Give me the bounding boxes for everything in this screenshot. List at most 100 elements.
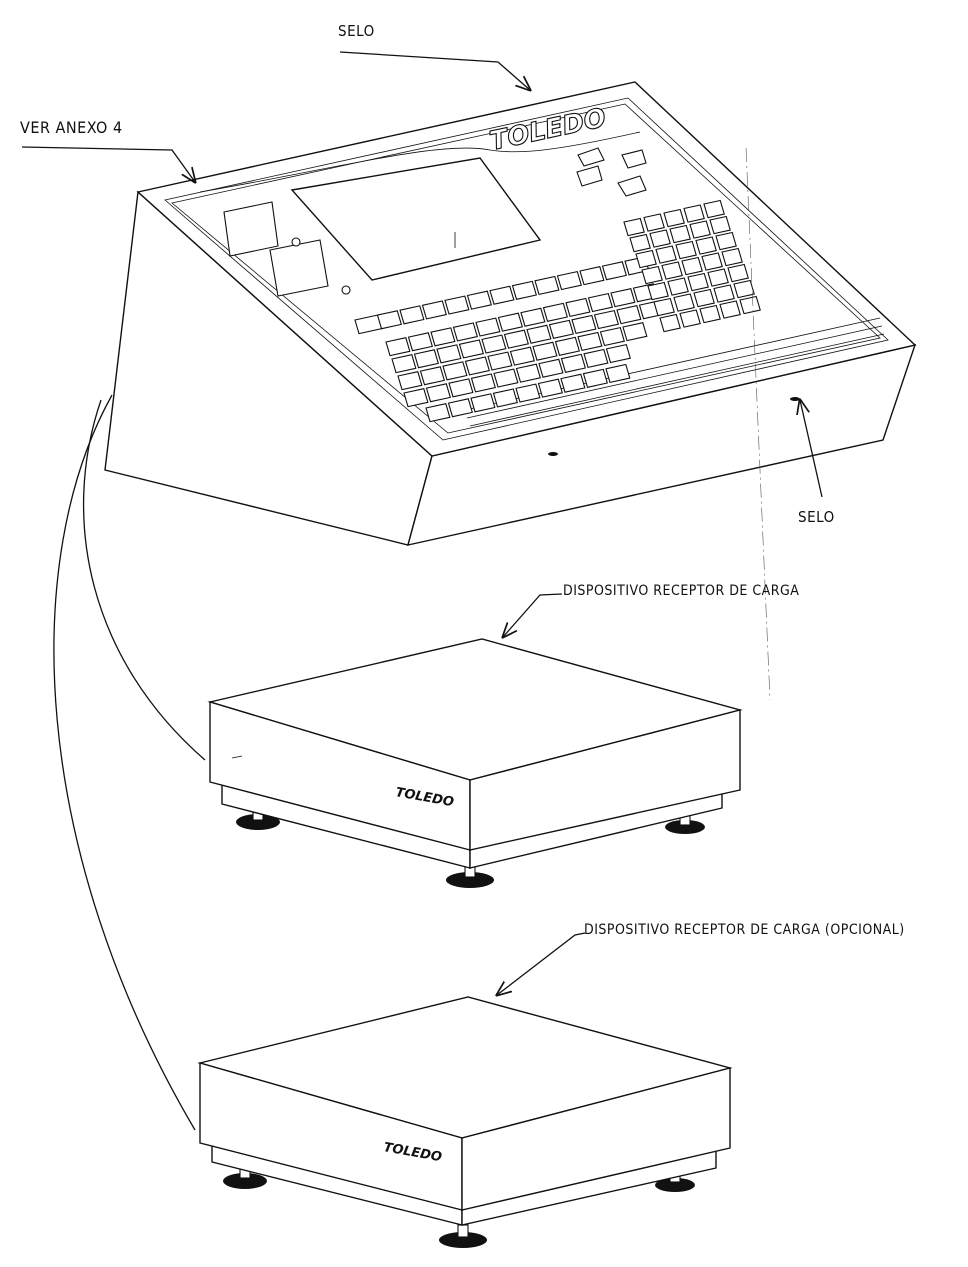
keypad-key [727,263,749,283]
keypad-key [635,249,657,269]
keyboard-key [464,356,490,376]
keyboard-key [526,324,552,344]
keyboard-key [565,297,591,318]
keypad-key [643,213,665,232]
keyboard-key [582,368,608,388]
keypad-key [623,217,645,237]
keyboard-key [487,351,513,371]
keyboard-key [475,317,501,337]
keyboard-key [403,388,429,408]
keyboard-key [538,358,564,378]
keyboard-key [430,327,456,347]
function-key [466,290,492,310]
label-selo-bottom: SELO [798,508,835,526]
keypad-key [715,231,737,251]
terminal-display [290,157,542,281]
function-key [601,261,627,281]
keypad-key [713,284,735,303]
keypad-key [669,224,691,244]
cable-to-platform-2 [53,394,196,1131]
keypad-key [699,304,721,324]
keyboard-key [515,383,541,403]
keypad-key [649,229,671,248]
keyboard-key [571,314,597,335]
terminal-top-panel [136,81,917,457]
keypad-key [721,247,743,267]
keyboard-key [616,305,642,325]
keyboard-key [520,307,546,327]
keypad-key [629,233,651,253]
keypad-key [667,277,689,296]
keypad-key [681,256,703,276]
seal-mark-front-right [790,397,800,401]
keypad-key [673,293,695,312]
keyboard-key [493,368,519,388]
keypad-key [689,220,711,239]
keyboard-key [419,366,445,386]
keyboard-key [470,373,496,393]
keyboard-key [391,354,417,374]
keyboard-key [497,312,523,332]
weighing-terminal: TOLEDO [104,81,917,546]
keyboard-key [470,393,496,413]
keyboard-key [442,361,468,381]
keyboard-key [407,332,433,352]
keyboard-key [622,322,648,342]
keypad-key [719,300,741,319]
keyboard-key [425,403,451,423]
keypad-key [709,215,731,235]
keyboard-key [532,341,558,361]
function-key [489,285,515,305]
keyboard-key [509,346,535,366]
keyboard-key [610,288,636,308]
keypad-key [641,265,663,285]
keyboard-key [492,388,518,408]
keypad-key [647,281,669,301]
keypad-key [701,252,723,271]
seal-mark-front-left [548,452,558,456]
keypad-key [687,272,709,292]
keypad-key [675,240,697,260]
numeric-keypad [623,199,761,333]
keyboard-key [503,329,529,349]
keypad-key [739,295,761,315]
keyboard-key [425,383,451,403]
keyboard-key [448,378,474,398]
keypad-key [659,313,681,333]
keypad-key [683,204,705,223]
keypad-key [733,279,755,299]
keyboard-key [436,344,462,364]
keyboard-key [587,292,613,313]
keypad-key [679,309,701,328]
keyboard-key [542,302,568,322]
keypad-key [693,288,715,308]
keypad-key [703,199,725,219]
keyboard-key [458,339,484,359]
keyboard-key [413,349,439,369]
load-receptor-platform-1: TOLEDO [207,638,743,888]
keyboard-key [548,319,574,339]
keypad-key [655,245,677,264]
keypad-key [663,208,685,228]
label-ver-anexo: VER ANEXO 4 [20,118,123,137]
function-key [376,310,402,330]
function-key-row [354,256,650,335]
load-receptor-platform-2: TOLEDO [197,996,733,1248]
function-key [421,300,447,320]
keyboard-key [605,363,631,384]
label-dispositivo-receptor: DISPOSITIVO RECEPTOR DE CARGA [563,583,800,599]
keypad-key [695,236,717,255]
keyboard-key [397,371,423,391]
cable-to-platform-1 [82,399,206,761]
leader-ver-anexo [21,146,195,182]
keyboard-key [560,373,586,393]
keypad-key [653,297,675,317]
function-key [511,280,537,300]
arrow-keys-cluster [576,147,647,197]
function-key [579,266,605,286]
keyboard-key [560,353,586,373]
function-key [556,270,582,291]
leader-dispositivo-2 [497,932,586,995]
